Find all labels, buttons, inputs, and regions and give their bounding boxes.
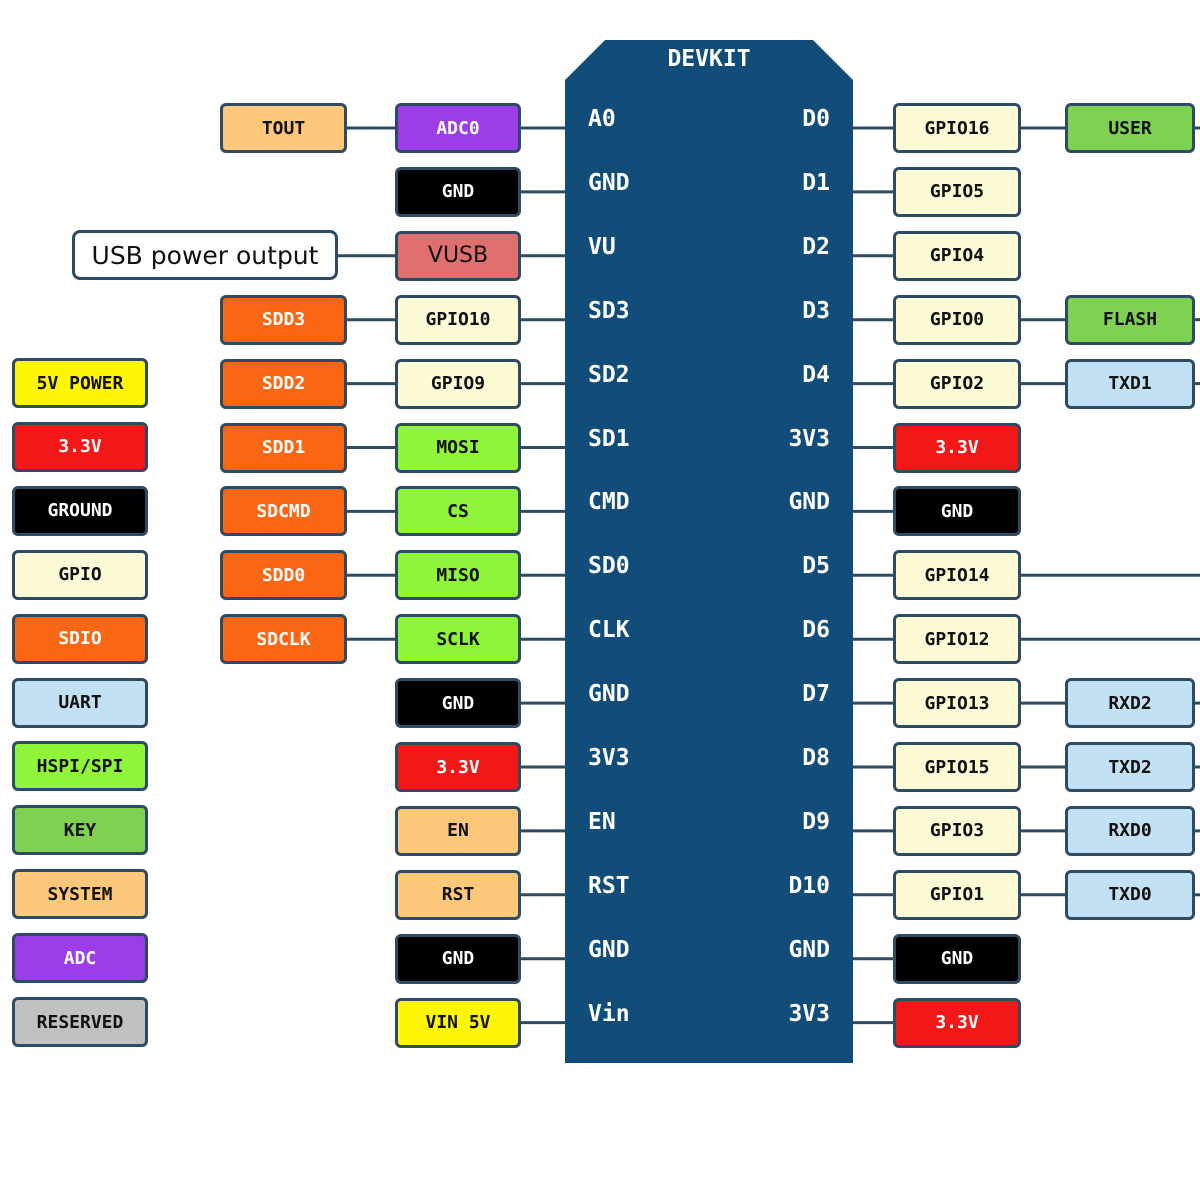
right-function-box-txd2: TXD2 — [1065, 742, 1195, 792]
right-function-box-flash: FLASH — [1065, 294, 1195, 345]
legend-reserved: RESERVED — [12, 997, 148, 1047]
left-pin-vin: Vin — [588, 1000, 630, 1027]
legend-adc: ADC — [12, 933, 148, 984]
left-pin-box-cs: CS — [395, 486, 521, 537]
left-pin-en: EN — [588, 808, 616, 835]
right-pin-box-gpio16: GPIO16 — [893, 103, 1021, 153]
right-pin-d8: D8 — [802, 745, 830, 771]
left-pin-gnd: GND — [588, 681, 630, 708]
left-function-box-sdd3: SDD3 — [220, 294, 347, 345]
legend-ground: GROUND — [12, 485, 148, 536]
right-pin-box-gpio5: GPIO5 — [893, 166, 1021, 217]
left-pin-sd1: SD1 — [588, 425, 630, 452]
right-pin-box-gpio14: GPIO14 — [893, 550, 1021, 601]
right-pin-box-3-3v: 3.3V — [893, 422, 1021, 473]
left-pin-box-adc0: ADC0 — [395, 103, 521, 153]
right-pin-box-gpio1: GPIO1 — [893, 869, 1021, 920]
usb-power-output-note: USB power output — [72, 230, 338, 280]
legend-gpio: GPIO — [12, 549, 148, 600]
right-pin-box-gpio3: GPIO3 — [893, 805, 1021, 856]
left-pin-sd3: SD3 — [588, 297, 630, 324]
left-function-box-tout: TOUT — [220, 103, 347, 153]
legend-hspi-spi: HSPI/SPI — [12, 741, 148, 792]
left-function-box-sdcmd: SDCMD — [220, 486, 347, 537]
right-function-box-rxd0: RXD0 — [1065, 805, 1195, 856]
right-function-box-rxd2: RXD2 — [1065, 678, 1195, 729]
right-pin-d3: D3 — [802, 297, 830, 324]
right-pin-box-gnd: GND — [893, 486, 1021, 537]
left-pin-clk: CLK — [588, 617, 630, 644]
right-pin-d6: D6 — [802, 617, 830, 644]
left-function-box-sdd2: SDD2 — [220, 358, 347, 409]
devkit-board — [565, 40, 853, 1063]
right-pin-gnd: GND — [788, 489, 830, 516]
left-pin-box-gnd: GND — [395, 166, 521, 217]
left-pin-sd2: SD2 — [588, 361, 630, 388]
right-pin-box-gnd: GND — [893, 933, 1021, 984]
right-pin-box-gpio13: GPIO13 — [893, 678, 1021, 729]
right-pin-3v3: 3V3 — [788, 425, 830, 452]
left-pin-box-vin-5v: VIN 5V — [395, 997, 521, 1048]
right-pin-d2: D2 — [802, 233, 830, 260]
left-pin-box-gpio10: GPIO10 — [395, 294, 521, 345]
board-title: DEVKIT — [667, 46, 751, 72]
left-pin-box-sclk: SCLK — [395, 614, 521, 665]
right-pin-d10: D10 — [788, 872, 830, 899]
right-pin-box-gpio4: GPIO4 — [893, 230, 1021, 281]
left-pin-3v3: 3V3 — [588, 745, 630, 771]
right-pin-d4: D4 — [802, 361, 830, 388]
left-pin-vu: VU — [588, 233, 616, 260]
legend-key: KEY — [12, 805, 148, 856]
left-pin-gnd: GND — [588, 169, 630, 196]
legend-sdio: SDIO — [12, 613, 148, 664]
right-pin-box-3-3v: 3.3V — [893, 997, 1021, 1048]
left-pin-box-gnd: GND — [395, 933, 521, 984]
left-pin-cmd: CMD — [588, 489, 630, 516]
left-pin-box-mosi: MOSI — [395, 422, 521, 473]
right-pin-box-gpio2: GPIO2 — [893, 358, 1021, 409]
left-pin-box-gpio9: GPIO9 — [395, 358, 521, 409]
left-pin-box-gnd: GND — [395, 678, 521, 729]
right-pin-box-gpio0: GPIO0 — [893, 294, 1021, 345]
right-pin-d5: D5 — [802, 553, 830, 580]
left-pin-box-vusb: VUSB — [395, 230, 521, 281]
left-function-box-sdd0: SDD0 — [220, 550, 347, 601]
left-pin-a0: A0 — [588, 106, 616, 132]
legend-3-3v: 3.3V — [12, 421, 148, 472]
right-function-box-user: USER — [1065, 103, 1195, 153]
left-function-box-sdd1: SDD1 — [220, 422, 347, 473]
left-pin-box-3-3v: 3.3V — [395, 742, 521, 792]
legend-5v-power: 5V POWER — [12, 358, 148, 408]
right-pin-d9: D9 — [802, 808, 830, 835]
left-pin-box-en: EN — [395, 805, 521, 856]
left-pin-box-rst: RST — [395, 869, 521, 920]
right-pin-box-gpio15: GPIO15 — [893, 742, 1021, 792]
left-function-box-sdclk: SDCLK — [220, 614, 347, 665]
legend-system: SYSTEM — [12, 869, 148, 920]
left-pin-box-miso: MISO — [395, 550, 521, 601]
right-function-box-txd0: TXD0 — [1065, 869, 1195, 920]
left-pin-sd0: SD0 — [588, 553, 630, 580]
legend-uart: UART — [12, 677, 148, 728]
right-pin-gnd: GND — [788, 936, 830, 963]
left-pin-rst: RST — [588, 872, 630, 899]
right-pin-3v3: 3V3 — [788, 1000, 830, 1027]
right-pin-box-gpio12: GPIO12 — [893, 614, 1021, 665]
right-pin-d0: D0 — [802, 106, 830, 132]
right-function-box-txd1: TXD1 — [1065, 358, 1195, 409]
right-pin-d1: D1 — [802, 169, 830, 196]
left-pin-gnd: GND — [588, 936, 630, 963]
right-pin-d7: D7 — [802, 681, 830, 708]
